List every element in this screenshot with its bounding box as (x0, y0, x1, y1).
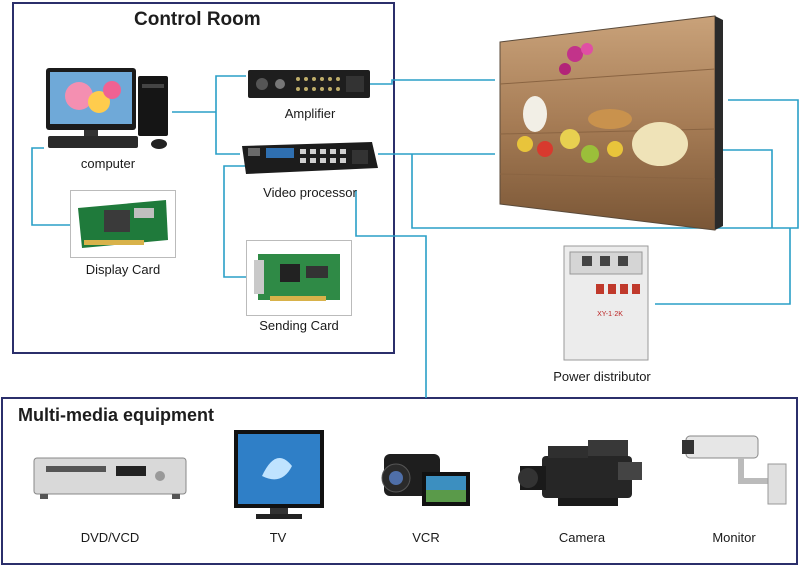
camera-icon (518, 440, 642, 506)
display-card-label: Display Card (85, 262, 161, 277)
sending-card-frame (246, 240, 352, 316)
control-room-frame (12, 2, 395, 354)
wire-screen-loop (411, 99, 799, 229)
multimedia-title: Multi-media equipment (18, 405, 215, 425)
wire-amplifier-screen (370, 79, 495, 85)
vcr-camcorder-icon (381, 454, 470, 506)
control-room-title: Control Room (134, 9, 261, 30)
sending-card-label: Sending Card (259, 318, 339, 333)
wire-screen-right (722, 149, 773, 228)
power-distributor-panel-text: XY-1·2K (597, 311, 623, 318)
multimedia-frame (1, 397, 798, 565)
wire-hub-amplifier (215, 75, 246, 112)
video-processor-icon (242, 142, 378, 174)
power-distributor-label: Power distributor (553, 369, 651, 384)
security-monitor-icon (682, 435, 787, 505)
computer-label: computer (80, 156, 136, 171)
display-card-icon (78, 200, 168, 248)
wire-hub-processor (215, 112, 240, 155)
amplifier-label: Amplifier (284, 106, 336, 121)
dvd-vcd-label: DVD/VCD (80, 530, 140, 545)
video-processor-label: Video processor (263, 185, 357, 200)
led-screen-icon (499, 15, 723, 231)
wire-power-distributor (655, 228, 791, 305)
amplifier-icon (248, 70, 370, 98)
dvd-player-icon (33, 457, 187, 499)
vcr-label: VCR (412, 530, 440, 545)
display-card-frame (70, 190, 176, 258)
sending-card-icon (254, 254, 340, 301)
computer-icon (46, 68, 168, 149)
wire-processor-sending-card (223, 165, 248, 278)
wire-processor-multimedia (355, 190, 427, 398)
tv-icon (234, 430, 324, 519)
monitor-label: Monitor (712, 530, 756, 545)
camera-label: Camera (558, 530, 606, 545)
tv-label: TV (269, 530, 287, 545)
wire-computer-display-card (31, 147, 70, 226)
power-distributor-icon: XY-1·2K (563, 245, 649, 361)
